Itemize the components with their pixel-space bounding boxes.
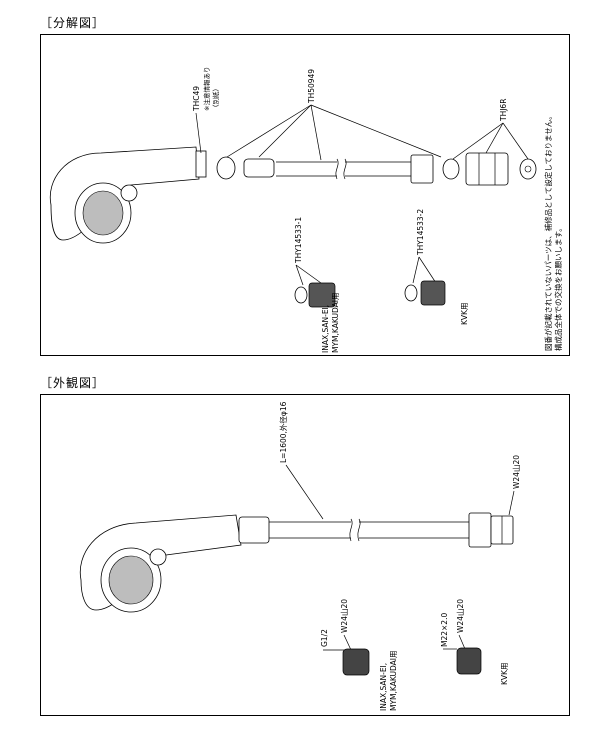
label-inax-2: MYM,KAKUDAI用 bbox=[331, 292, 340, 353]
label-th50949: TH50949 bbox=[307, 69, 316, 104]
label-kvk-exploded: KVK用 bbox=[460, 303, 469, 325]
shower-head-assembled bbox=[79, 514, 270, 613]
m22-adapter bbox=[456, 647, 482, 675]
exterior-view-drawing: L=1600,外径φ16 W24山20 G1/2 W24山20 INAX,SAN… bbox=[79, 401, 521, 711]
g12-adapter bbox=[342, 648, 370, 676]
label-inax-ext-1: INAX,SAN-EI, bbox=[379, 663, 388, 711]
note-line-2: 構成品全体での交換をお願いします。 bbox=[553, 224, 563, 351]
thy14533-1-ring bbox=[294, 286, 308, 304]
hose-assembled bbox=[269, 518, 469, 542]
label-m22: M22×2.0 bbox=[440, 613, 449, 647]
exploded-view-panel: THC49 ※注意情報あり （別紙） TH50949 THJ6R THY1453… bbox=[40, 34, 570, 356]
label-w24-kvk: W24山20 bbox=[455, 599, 465, 633]
label-thy14533-1: THY14533-1 bbox=[294, 217, 303, 264]
thy14533-2-ring bbox=[404, 284, 418, 302]
o-ring-1 bbox=[216, 156, 236, 180]
exploded-view-drawing: THC49 ※注意情報あり （別紙） TH50949 THJ6R THY1453… bbox=[49, 67, 563, 353]
note-line-1: 図番が記載されていないパーツは、補修品として設定しておりません。 bbox=[543, 112, 553, 351]
label-thc49: THC49 bbox=[192, 86, 201, 112]
exterior-view-panel: L=1600,外径φ16 W24山20 G1/2 W24山20 INAX,SAN… bbox=[40, 394, 570, 716]
o-ring-2 bbox=[442, 158, 460, 180]
hose-end-fitting bbox=[468, 512, 514, 548]
label-thj6r: THJ6R bbox=[499, 99, 508, 122]
label-w24-inax: W24山20 bbox=[339, 599, 349, 633]
label-thc49-note2: （別紙） bbox=[211, 85, 220, 111]
hose-connector-left bbox=[243, 158, 275, 178]
label-w24-top: W24山20 bbox=[511, 455, 521, 489]
label-thc49-note1: ※注意情報あり bbox=[202, 67, 211, 111]
label-hose-length: L=1600,外径φ16 bbox=[278, 401, 288, 463]
thy14533-2-adapter bbox=[420, 280, 446, 306]
exploded-view-title: ［分解図］ bbox=[40, 16, 106, 30]
exterior-view-title: ［外観図］ bbox=[40, 376, 106, 390]
label-kvk-ext: KVK用 bbox=[500, 663, 509, 685]
shower-head bbox=[49, 146, 207, 244]
thy14533-1-adapter bbox=[308, 282, 336, 308]
label-inax-ext-2: MYM,KAKUDAI用 bbox=[389, 650, 398, 711]
hose-exploded bbox=[276, 154, 434, 184]
label-inax-1: INAX,SAN-EI, bbox=[321, 305, 330, 353]
thj6r-adapter bbox=[465, 152, 509, 186]
label-g12: G1/2 bbox=[320, 629, 329, 647]
label-thy14533-2: THY14533-2 bbox=[416, 209, 425, 256]
